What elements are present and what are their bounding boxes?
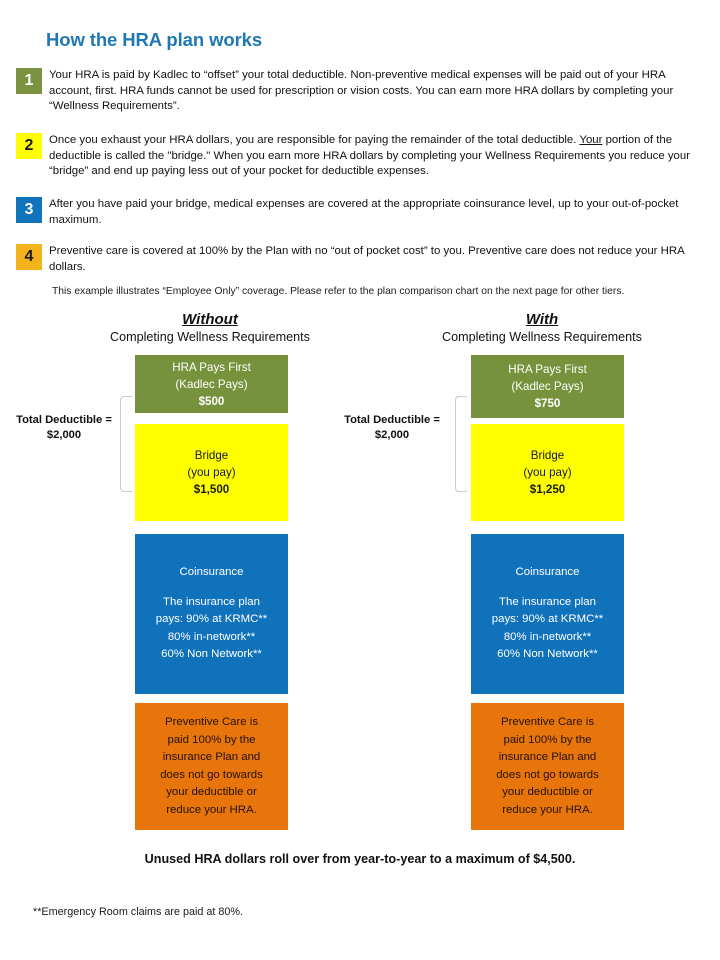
step-text-4-part-a: Preventive care is covered at 100% by th… — [49, 245, 685, 273]
left-total-deductible-text: Total Deductible = — [16, 414, 112, 426]
right-hra-line-2: (Kadlec Pays) — [511, 380, 584, 393]
page-title: How the HRA plan works — [46, 29, 263, 50]
step-text-2-underlined: Your — [579, 134, 603, 146]
step-number-badge-3: 3 — [16, 197, 42, 223]
right-bridge-line-2: (you pay) — [523, 466, 572, 479]
left-total-deductible-label: Total Deductible = $2,000 — [8, 413, 120, 443]
right-coinsurance-title: Coinsurance — [515, 566, 580, 579]
column-heading-with-subtitle: Completing Wellness Requirements — [442, 330, 642, 344]
left-hra-pays-first-box: HRA Pays First (Kadlec Pays) $500 — [135, 355, 288, 413]
column-heading-with-emphasis: With — [525, 311, 559, 328]
right-preventive-line-5: your deductible or — [502, 786, 593, 798]
left-coinsurance-line-2: pays: 90% at KRMC** — [155, 613, 268, 626]
footer-rollover-statement: Unused HRA dollars roll over from year-t… — [144, 852, 576, 866]
left-deductible-bracket-icon — [120, 396, 132, 492]
step-item-3: 3 After you have paid your bridge, medic… — [16, 197, 705, 228]
right-hra-pays-first-box: HRA Pays First (Kadlec Pays) $750 — [471, 355, 624, 418]
left-coinsurance-title: Coinsurance — [179, 566, 244, 579]
left-preventive-line-3: insurance Plan and — [162, 751, 261, 763]
step-text-2-part-b: portion of the deductible is called the … — [49, 134, 691, 178]
example-coverage-note: This example illustrates “Employee Only”… — [52, 286, 625, 297]
step-text-4: Preventive care is covered at 100% by th… — [49, 244, 705, 275]
right-bridge-amount: $1,250 — [529, 483, 566, 496]
left-preventive-line-6: reduce your HRA. — [166, 803, 257, 816]
right-total-deductible-value: $2,000 — [374, 429, 410, 441]
right-bridge-box: Bridge (you pay) $1,250 — [471, 424, 624, 521]
left-preventive-care-box: Preventive Care is paid 100% by the insu… — [135, 703, 288, 830]
right-bridge-line-1: Bridge — [530, 449, 565, 462]
right-coinsurance-line-1: The insurance plan — [499, 595, 596, 608]
right-coinsurance-line-4: 60% Non Network** — [497, 648, 598, 661]
left-preventive-line-4: does not go towards — [160, 768, 263, 781]
footer-emergency-room-note: **Emergency Room claims are paid at 80%. — [33, 906, 244, 918]
step-text-3: After you have paid your bridge, medical… — [49, 197, 705, 228]
left-coinsurance-line-1: The insurance plan — [163, 595, 260, 608]
left-bridge-line-1: Bridge — [194, 449, 229, 462]
step-number-badge-1: 1 — [16, 68, 42, 94]
column-heading-with: With Completing Wellness Requirements — [392, 310, 692, 346]
left-hra-line-2: (Kadlec Pays) — [175, 377, 248, 391]
step-text-1-part-a: Your HRA is paid by Kadlec to “offset” y… — [49, 69, 674, 113]
left-preventive-line-1: Preventive Care is — [164, 716, 259, 728]
right-deductible-bracket-icon — [455, 396, 467, 492]
right-hra-line-1: HRA Pays First — [508, 363, 587, 376]
left-total-deductible-value: $2,000 — [46, 429, 82, 441]
step-item-2: 2 Once you exhaust your HRA dollars, you… — [16, 133, 705, 180]
left-preventive-line-5: your deductible or — [166, 786, 257, 798]
column-heading-without-subtitle: Completing Wellness Requirements — [110, 330, 310, 344]
left-bridge-line-2: (you pay) — [187, 466, 236, 479]
left-coinsurance-line-3: 80% in-network** — [167, 630, 256, 643]
step-number-badge-4: 4 — [16, 244, 42, 270]
step-text-2: Once you exhaust your HRA dollars, you a… — [49, 133, 705, 180]
left-coinsurance-line-4: 60% Non Network** — [161, 648, 262, 661]
right-total-deductible-text: Total Deductible = — [344, 414, 440, 426]
right-preventive-line-4: does not go towards — [496, 768, 599, 781]
step-text-3-part-a: After you have paid your bridge, medical… — [49, 198, 679, 226]
left-bridge-amount: $1,500 — [193, 483, 230, 496]
step-text-1: Your HRA is paid by Kadlec to “offset” y… — [49, 68, 705, 115]
right-preventive-line-2: paid 100% by the — [503, 733, 592, 746]
step-text-2-part-a: Once you exhaust your HRA dollars, you a… — [49, 134, 580, 146]
left-coinsurance-box: Coinsurance The insurance plan pays: 90%… — [135, 534, 288, 694]
column-heading-without: Without Completing Wellness Requirements — [60, 310, 360, 346]
left-bridge-box: Bridge (you pay) $1,500 — [135, 424, 288, 521]
right-preventive-care-box: Preventive Care is paid 100% by the insu… — [471, 703, 624, 830]
step-number-badge-2: 2 — [16, 133, 42, 159]
left-preventive-line-2: paid 100% by the — [167, 733, 256, 746]
right-preventive-line-6: reduce your HRA. — [502, 803, 593, 816]
right-coinsurance-line-3: 80% in-network** — [503, 630, 592, 643]
left-hra-amount: $500 — [198, 394, 225, 408]
right-coinsurance-box: Coinsurance The insurance plan pays: 90%… — [471, 534, 624, 694]
right-preventive-line-1: Preventive Care is — [500, 716, 595, 728]
step-item-1: 1 Your HRA is paid by Kadlec to “offset”… — [16, 68, 705, 115]
right-preventive-line-3: insurance Plan and — [498, 751, 597, 763]
step-item-4: 4 Preventive care is covered at 100% by … — [16, 244, 705, 275]
right-total-deductible-label: Total Deductible = $2,000 — [336, 413, 448, 443]
right-coinsurance-line-2: pays: 90% at KRMC** — [491, 613, 604, 626]
right-hra-amount: $750 — [534, 397, 561, 410]
column-heading-without-emphasis: Without — [182, 311, 238, 328]
left-hra-line-1: HRA Pays First — [172, 360, 251, 374]
